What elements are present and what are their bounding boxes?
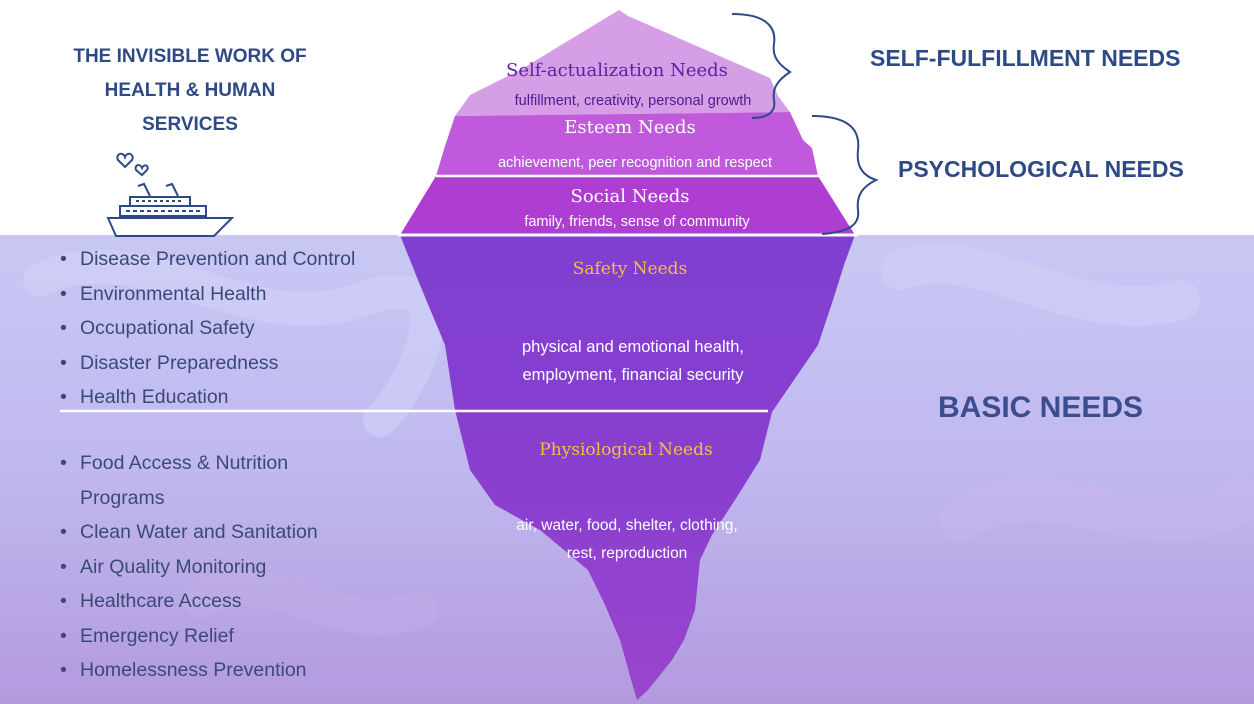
self-actualization-detail: fulfillment, creativity, personal growth: [514, 93, 752, 109]
brace-psychological: [811, 115, 879, 235]
safety-detail: physical and emotional health, employmen…: [468, 333, 798, 389]
list-item: Air Quality Monitoring: [58, 550, 318, 585]
list-item: Disease Prevention and Control: [58, 242, 355, 277]
safety-detail-line-2: employment, financial security: [522, 366, 744, 384]
cruise-ship-icon: [106, 152, 235, 237]
physiological-heading: Physiological Needs: [539, 440, 713, 460]
list-item-label: Clean Water and Sanitation: [80, 521, 318, 543]
iceberg-tier-esteem: [436, 112, 818, 176]
social-heading: Social Needs: [570, 186, 690, 207]
list-item: Homelessness Prevention: [58, 653, 318, 688]
brace-self-fulfillment: [731, 13, 792, 119]
esteem-detail: achievement, peer recognition and respec…: [497, 155, 773, 171]
list-item-label: Disease Prevention and Control: [80, 248, 356, 270]
social-detail: family, friends, sense of community: [524, 214, 750, 230]
category-psychological: PSYCHOLOGICAL NEEDS: [898, 156, 1184, 182]
category-self-fulfillment: SELF-FULFILLMENT NEEDS: [870, 45, 1181, 71]
list-item-label: Food Access & Nutrition: [80, 452, 289, 474]
list-item: Emergency Relief: [58, 619, 318, 654]
list-item: Healthcare Access: [58, 584, 318, 619]
safety-detail-line-1: physical and emotional health,: [522, 338, 744, 356]
list-item-continuation: Programs: [80, 486, 165, 509]
list-item: Occupational Safety: [58, 311, 355, 346]
safety-heading: Safety Needs: [572, 259, 688, 279]
title-line-1: THE INVISIBLE WORK OF: [73, 46, 307, 67]
self-actualization-heading: Self-actualization Needs-: [470, 60, 770, 81]
list-item: Clean Water and Sanitation: [58, 515, 318, 550]
list-item: Health Education: [58, 380, 355, 415]
list-item-label: Homelessness Prevention: [80, 659, 307, 681]
iceberg-tier-social: [400, 176, 855, 235]
physiological-detail-line-2: rest, reproduction: [566, 545, 688, 562]
title-line-2: HEALTH & HUMAN: [104, 80, 276, 101]
list-item-label: Health Education: [80, 386, 229, 408]
list-item-label: Disaster Preparedness: [80, 351, 279, 374]
heading-dash: -: [727, 60, 734, 81]
list-item-label: Environmental Health: [80, 282, 267, 305]
list-item-label: Emergency Relief: [80, 624, 234, 647]
category-basic: BASIC NEEDS: [938, 391, 1144, 424]
safety-services-list: Disease Prevention and Control Environme…: [58, 242, 355, 415]
page-title: THE INVISIBLE WORK OF HEALTH & HUMAN SER…: [30, 40, 350, 142]
list-item-label: Air Quality Monitoring: [80, 555, 267, 578]
water-swirl: [938, 478, 1254, 542]
title-line-3: SERVICES: [142, 114, 238, 135]
list-item-label: Occupational Safety: [80, 317, 255, 339]
list-item: Disaster Preparedness: [58, 346, 355, 381]
esteem-heading: Esteem Needs: [564, 117, 696, 138]
physiological-detail-line-1: air, water, food, shelter, clothing,: [516, 517, 738, 534]
physiological-detail: air, water, food, shelter, clothing, res…: [464, 512, 790, 568]
list-item-label: Healthcare Access: [80, 590, 242, 612]
iceberg-underwater: [400, 235, 855, 700]
iceberg-tier-self-actualization: [455, 10, 790, 116]
self-actualization-title: Self-actualization Needs: [506, 60, 728, 81]
list-item: Environmental Health: [58, 277, 355, 312]
water-swirl: [880, 243, 1200, 327]
